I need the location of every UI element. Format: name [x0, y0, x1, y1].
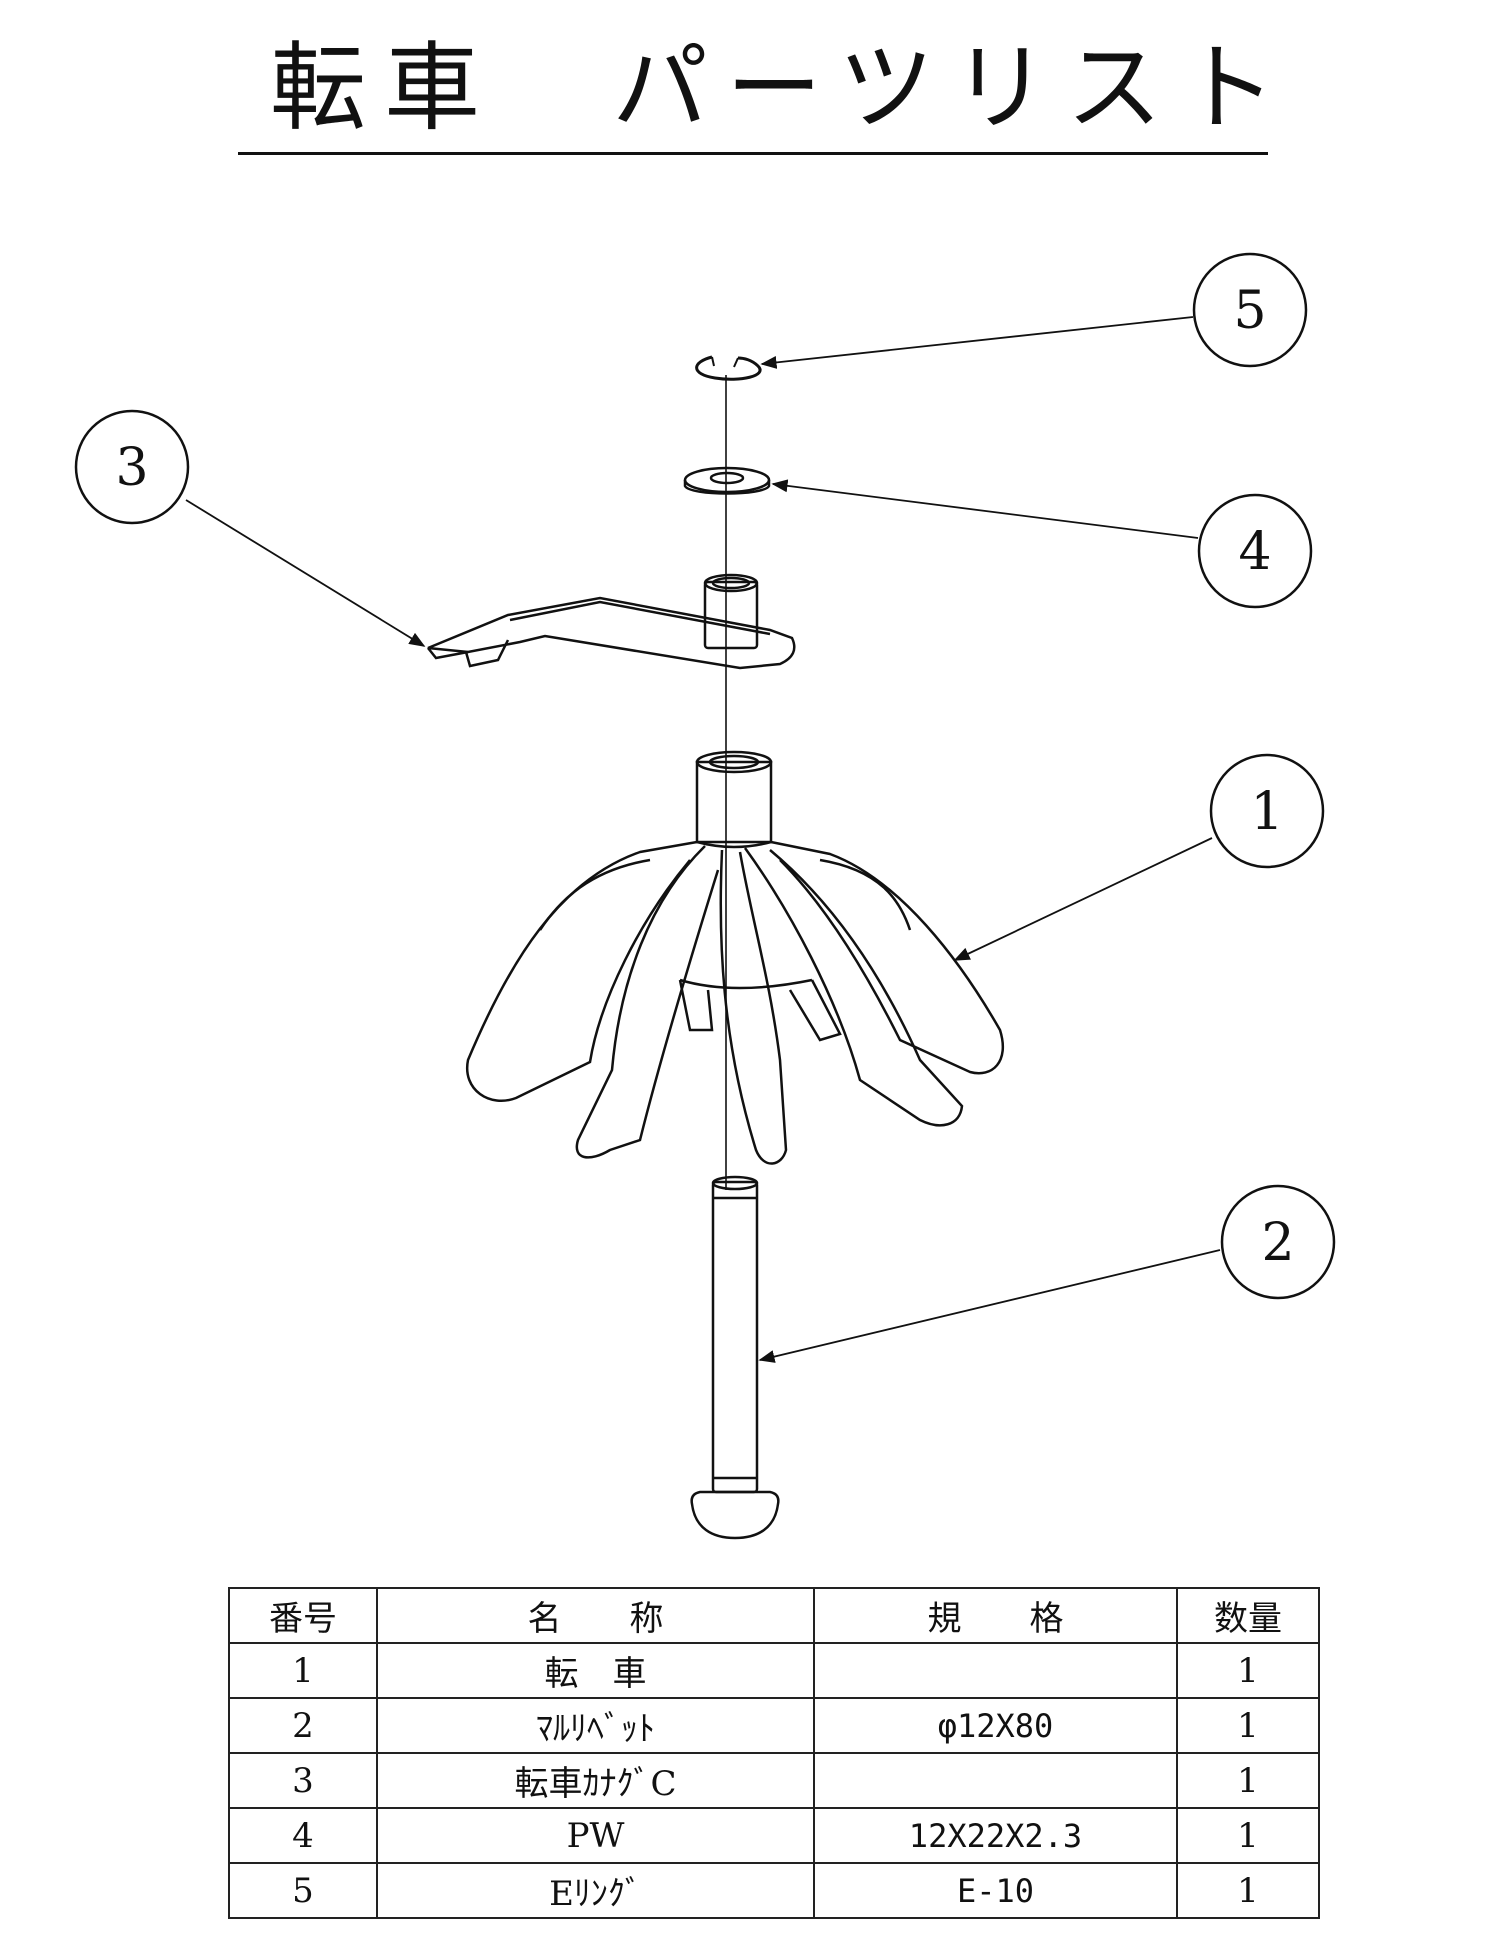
leader-1 — [953, 837, 1213, 961]
header-name: 名 称 — [376, 1587, 815, 1644]
cell-quantity: 1 — [1176, 1862, 1320, 1919]
cell-name: ﾏﾙﾘﾍﾞｯﾄ — [376, 1697, 815, 1754]
part-caster — [465, 750, 1005, 1165]
cell-number: 4 — [228, 1807, 378, 1864]
callout-4: 4 — [1197, 493, 1313, 609]
leader-4 — [771, 479, 1199, 539]
callout-1: 1 — [1209, 753, 1325, 869]
callout-number: 1 — [1250, 782, 1283, 842]
page-title: 転車 パーツリスト — [270, 32, 1295, 144]
callout-3: 3 — [74, 409, 190, 525]
cell-number: 1 — [228, 1642, 378, 1699]
cell-name: 転車ｶﾅｸﾞC — [376, 1752, 815, 1809]
callout-number: 3 — [115, 438, 148, 498]
parts-table: 番号 名 称 規 格 数量 1 転 車 1 2 ﾏﾙﾘﾍﾞｯﾄ φ12X80 1… — [228, 1587, 1320, 1919]
part-washer — [683, 466, 771, 495]
cell-quantity: 1 — [1176, 1697, 1320, 1754]
part-bracket — [427, 573, 796, 670]
cell-name: 転 車 — [376, 1642, 815, 1699]
cell-spec: φ12X80 — [813, 1697, 1178, 1754]
table-row: 1 転 車 1 — [228, 1642, 1320, 1699]
table-row: 3 転車ｶﾅｸﾞC 1 — [228, 1752, 1320, 1809]
callout-2: 2 — [1220, 1184, 1336, 1300]
cell-number: 5 — [228, 1862, 378, 1919]
leader-3 — [185, 499, 426, 647]
cell-quantity: 1 — [1176, 1807, 1320, 1864]
cell-number: 2 — [228, 1697, 378, 1754]
exploded-diagram: 5 4 3 1 2 — [74, 252, 1336, 1540]
cell-quantity: 1 — [1176, 1752, 1320, 1809]
header-number: 番号 — [228, 1587, 378, 1644]
leader-2 — [758, 1249, 1221, 1363]
cell-name: Eﾘﾝｸﾞ — [376, 1862, 815, 1919]
table-row: 4 PW 12X22X2.3 1 — [228, 1807, 1320, 1864]
callout-5: 5 — [1192, 252, 1308, 368]
header-quantity: 数量 — [1176, 1587, 1320, 1644]
leader-5 — [760, 316, 1194, 369]
cell-name: PW — [376, 1807, 815, 1864]
cell-quantity: 1 — [1176, 1642, 1320, 1699]
callout-number: 4 — [1238, 522, 1271, 582]
cell-spec — [813, 1752, 1178, 1809]
header-spec: 規 格 — [813, 1587, 1178, 1644]
table-header-row: 番号 名 称 規 格 数量 — [228, 1587, 1320, 1644]
part-rivet — [690, 1175, 780, 1540]
table-row: 2 ﾏﾙﾘﾍﾞｯﾄ φ12X80 1 — [228, 1697, 1320, 1754]
title-underline — [238, 152, 1268, 155]
callout-number: 5 — [1233, 281, 1266, 341]
callout-number: 2 — [1261, 1213, 1294, 1273]
cell-number: 3 — [228, 1752, 378, 1809]
cell-spec: E-10 — [813, 1862, 1178, 1919]
cell-spec — [813, 1642, 1178, 1699]
cell-spec: 12X22X2.3 — [813, 1807, 1178, 1864]
part-e-ring — [695, 355, 762, 381]
table-row: 5 Eﾘﾝｸﾞ E-10 1 — [228, 1862, 1320, 1919]
